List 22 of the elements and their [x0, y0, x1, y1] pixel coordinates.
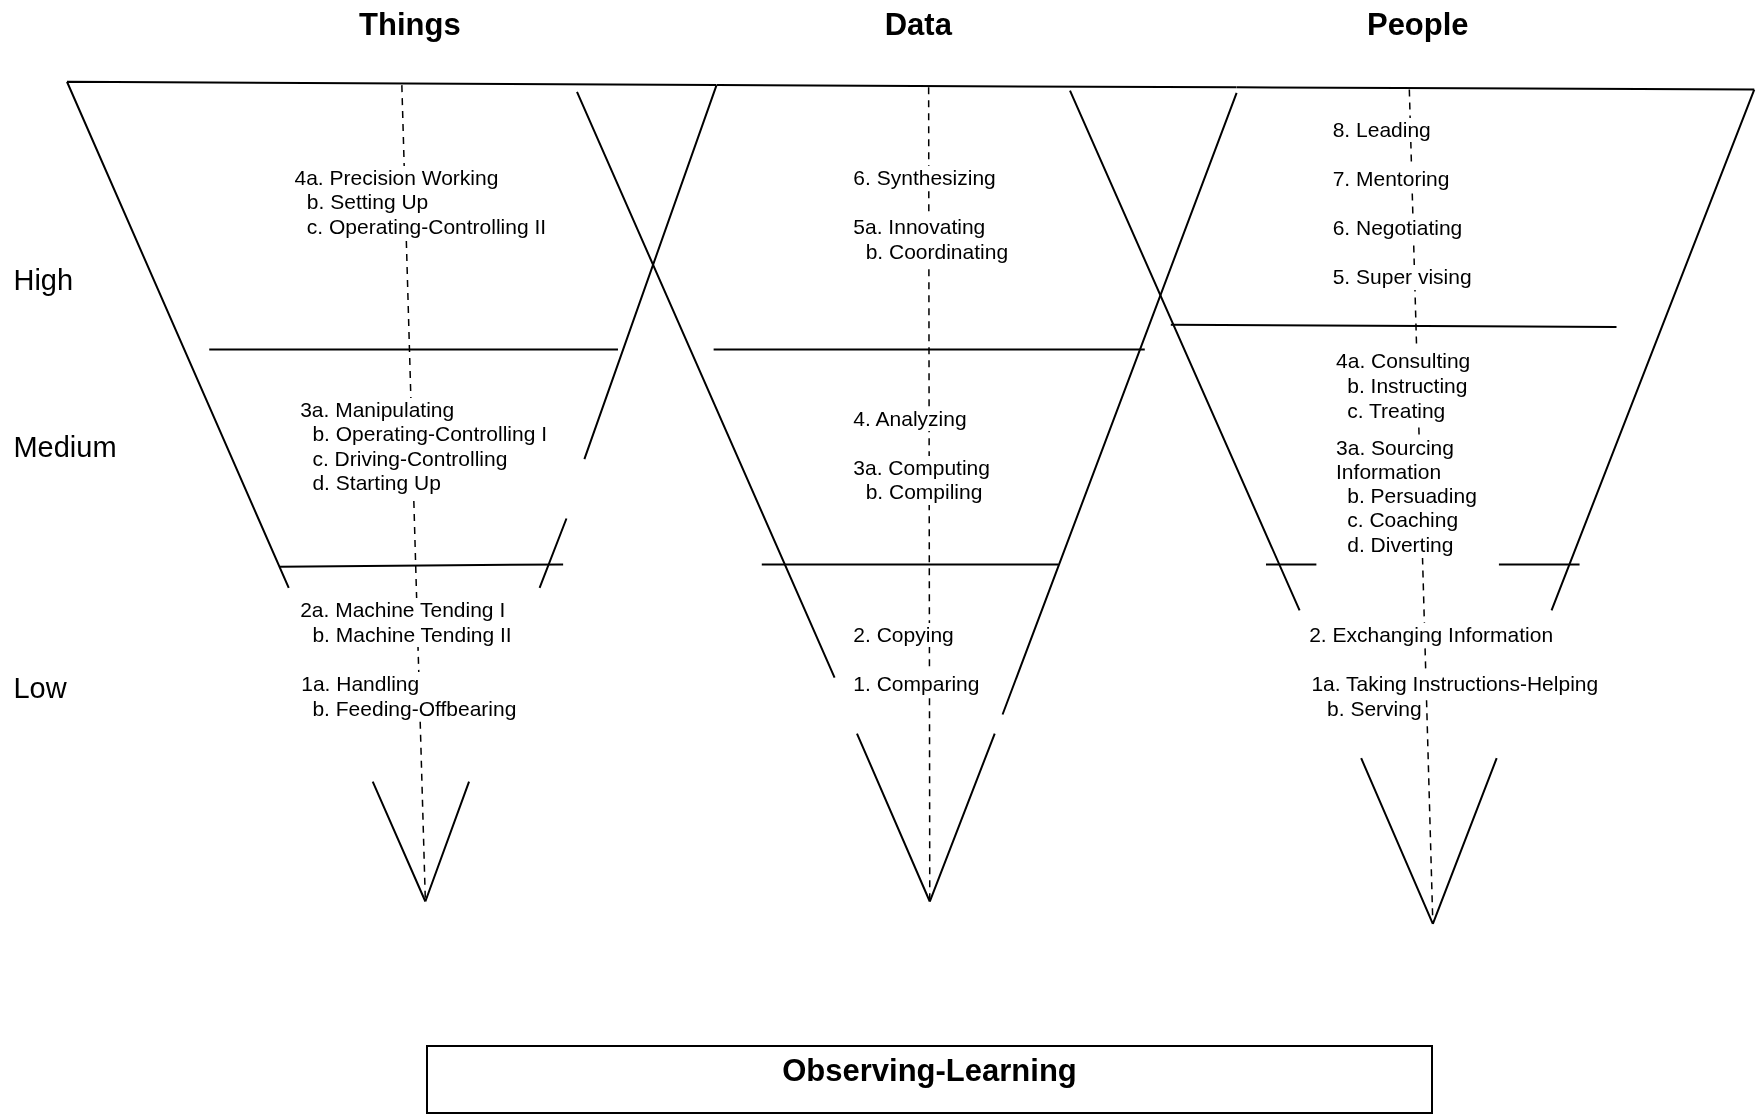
function-item: 3a. Computing [851, 455, 992, 481]
category-box [425, 1044, 1434, 1115]
function-item: 2. Copying [851, 622, 956, 648]
function-item: b. Persuading [1345, 483, 1479, 509]
function-item: 4a. Precision Working [292, 165, 501, 191]
function-item: c. Driving-Controlling [310, 446, 510, 472]
function-item: 5. Super vising [1330, 265, 1474, 290]
function-item: d. Diverting [1345, 533, 1456, 558]
function-item: 1a. Handling [299, 671, 422, 697]
level-label: High [13, 264, 74, 298]
column-heading: People [1366, 6, 1469, 43]
function-item: b. Instructing [1345, 374, 1470, 399]
function-item: 6. Synthesizing [851, 165, 998, 191]
function-item: 1. Comparing [851, 671, 982, 697]
function-item: 7. Mentoring [1330, 166, 1452, 192]
column-heading: Data [884, 6, 952, 43]
level-label: Medium [13, 431, 117, 465]
column-heading: Things [359, 6, 461, 43]
function-item: b. Feeding-Offbearing [310, 696, 519, 722]
function-item: 8. Leading [1330, 117, 1433, 143]
level-label: Low [13, 671, 67, 705]
box-title: Observing-Learning [782, 1052, 1077, 1089]
